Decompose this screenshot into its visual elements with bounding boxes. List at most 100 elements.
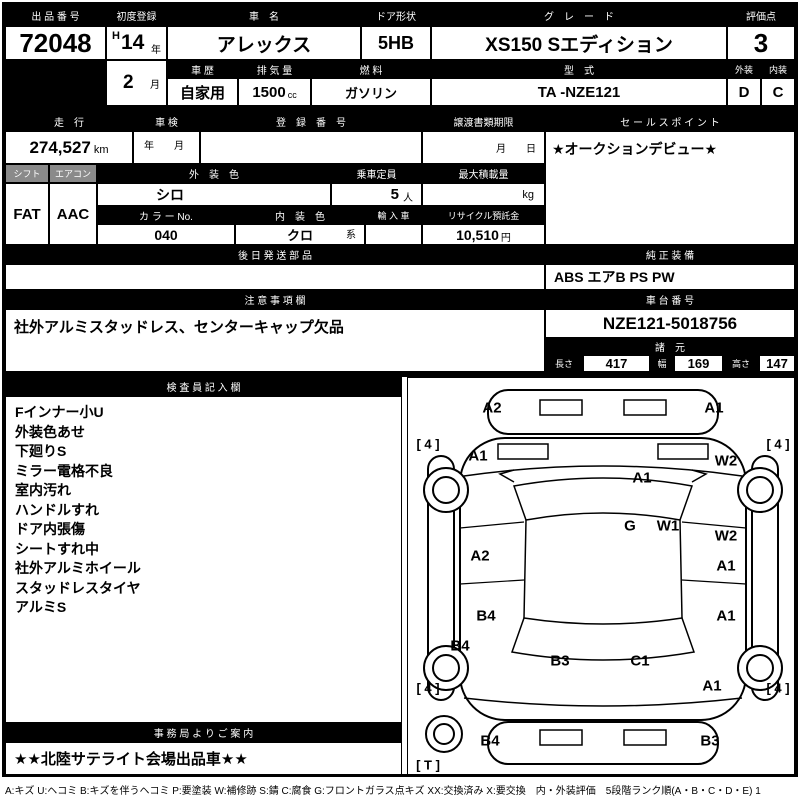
genuine-equipment-value: ABS エアB PS PW (545, 264, 795, 290)
inspector-notes: Fインナー小U 外装色あせ 下廻りS ミラー電格不良 室内汚れ ハンドルすれ ド… (5, 396, 402, 723)
score-value: 3 (727, 26, 795, 60)
capacity-header: 乗車定員 (331, 164, 422, 183)
corner-marker: [ 4 ] (766, 436, 790, 452)
damage-label: A1 (704, 399, 724, 417)
transfer-deadline-header: 譲渡書類期限 (422, 112, 545, 131)
damage-label: W2 (714, 527, 738, 545)
inspector-note-line: シートすれ中 (15, 540, 99, 557)
auction-number-value: 72048 (5, 26, 106, 60)
history-value: 自家用 (167, 78, 238, 106)
recycle-amount: 10,510 (456, 226, 499, 243)
recycle-deposit-header: リサイクル預託金 (422, 206, 545, 224)
inspector-note-line: ミラー電格不良 (15, 462, 113, 479)
first-registration-header: 初度登録 (106, 5, 167, 26)
height-label: 高さ (723, 355, 759, 372)
aircon-header: エアコン (49, 164, 97, 183)
recycle-deposit-value: 10,510 円 (422, 224, 545, 245)
exterior-grade-header: 外装 (727, 60, 761, 78)
capacity-number: 5 (390, 186, 399, 203)
damage-label: A1 (468, 447, 488, 465)
max-load-value: kg (422, 183, 545, 206)
width-value: 169 (674, 355, 723, 372)
damage-label: A1 (716, 557, 736, 575)
registration-number-header: 登 録 番 号 (200, 112, 422, 131)
first-registration-month: 2 月 (106, 60, 167, 106)
office-header: 事 務 局 よ り ご 案 内 (5, 723, 402, 742)
inspector-header: 検 査 員 記 入 欄 (5, 377, 402, 396)
shift-header: シフト (5, 164, 49, 183)
grade-value: XS150 Sエディション (431, 26, 727, 60)
width-label: 幅 (650, 355, 674, 372)
recycle-unit: 円 (500, 232, 511, 244)
mileage-value: 274,527 km (5, 131, 133, 164)
capacity-value: 5 人 (331, 183, 422, 206)
year-unit: 年 (151, 45, 161, 56)
interior-color-value: クロ 系 (235, 224, 365, 245)
displacement-number: 1500 (252, 83, 286, 101)
color-number-header: カ ラ ー No. (97, 206, 235, 224)
caution-header: 注 意 事 項 欄 (5, 290, 545, 309)
sales-point-value: ★オークションデビュー★ (545, 131, 795, 245)
capacity-unit: 人 (403, 193, 413, 204)
exterior-grade-value: D (727, 78, 761, 106)
color-number-value: 040 (97, 224, 235, 245)
door-shape-header: ドア形状 (361, 5, 431, 26)
door-shape-value: 5HB (361, 26, 431, 60)
interior-grade-value: C (761, 78, 795, 106)
section-divider (5, 106, 795, 112)
month-unit: 月 (150, 79, 160, 91)
inspector-note-line: 社外アルミホイール (15, 560, 141, 576)
office-note-value: ★★北陸サテライト会場出品車★★ (5, 742, 402, 775)
damage-label: B4 (450, 637, 470, 655)
aircon-value: AAC (49, 183, 97, 245)
damage-label: A2 (482, 399, 502, 417)
car-name-header: 車 名 (167, 5, 361, 26)
section-divider-2 (5, 372, 795, 377)
interior-color-name: クロ (286, 228, 313, 243)
exterior-color-value: シロ (97, 183, 331, 206)
damage-label: B3 (700, 732, 720, 750)
displacement-header: 排 気 量 (238, 60, 311, 78)
inspector-note-line: 外装色あせ (15, 423, 85, 440)
inspector-note-line: 下廻りS (15, 443, 67, 459)
mileage-number: 274,527 (29, 137, 91, 157)
mileage-unit: km (93, 143, 109, 156)
corner-marker: [ 4 ] (766, 680, 790, 696)
damage-label: C1 (630, 652, 650, 670)
history-header: 車 歴 (167, 60, 238, 78)
interior-color-suffix: 系 (346, 230, 356, 241)
registration-number-value (200, 131, 422, 164)
import-value (365, 224, 422, 245)
inspector-note-line: スタッドレスタイヤ (15, 579, 141, 596)
inspector-note-line: ドア内張傷 (15, 521, 85, 537)
sales-point-header: セ ー ル ス ポ イ ン ト (545, 112, 795, 131)
inspector-note-line: ハンドルすれ (15, 501, 99, 518)
damage-label: A1 (632, 469, 652, 487)
fuel-header: 燃 料 (311, 60, 431, 78)
chassis-number-header: 車 台 番 号 (545, 290, 795, 309)
chassis-number-value: NZE121-5018756 (545, 309, 795, 338)
inspector-note-line: アルミS (15, 599, 67, 615)
score-header: 評価点 (727, 5, 795, 26)
car-name-value: アレックス (167, 26, 361, 60)
damage-label: B4 (476, 607, 496, 625)
car-outline-svg (423, 389, 783, 765)
auction-number-filler (5, 60, 106, 106)
later-parts-value (5, 264, 545, 290)
legend-text: A:キズ U:ヘコミ B:キズを伴うヘコミ P:要塗装 W:補修跡 S:錆 C:… (5, 786, 761, 797)
auction-number-header: 出 品 番 号 (5, 5, 106, 26)
damage-label: A2 (470, 547, 490, 565)
length-value: 417 (583, 355, 650, 372)
reg-year: 14 (120, 31, 145, 54)
inspector-note-line: Fインナー小U (15, 404, 104, 420)
mileage-header: 走 行 (5, 112, 133, 131)
displacement-unit: cc (287, 90, 297, 100)
damage-label: B4 (480, 732, 500, 750)
transfer-deadline-value: 月 日 (422, 131, 545, 164)
later-parts-header: 後 日 発 送 部 品 (5, 245, 545, 264)
inspection-header: 車 検 (133, 112, 200, 131)
exterior-color-header: 外 装 色 (97, 164, 331, 183)
era-letter: H (112, 30, 120, 42)
